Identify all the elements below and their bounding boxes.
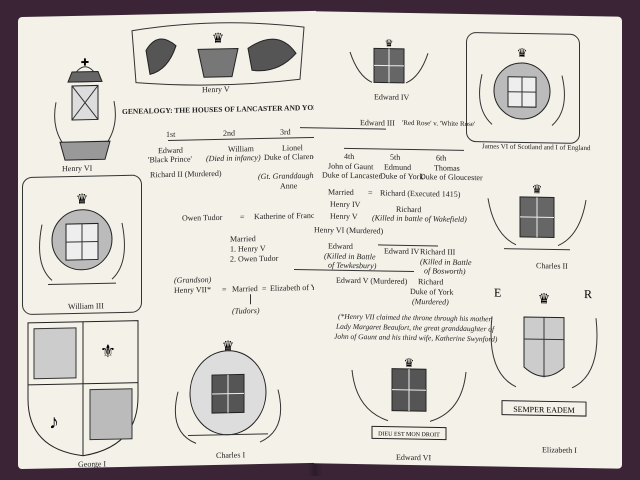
duke-lancaster-label: Duke of Lancaster (322, 170, 382, 181)
eq-richard: = (368, 188, 373, 198)
lionel-label: Lionel (282, 143, 303, 153)
richard-york-1: Richard (418, 277, 444, 287)
married-label: Married (328, 187, 354, 198)
married-henry-v: 1. Henry V (230, 243, 266, 254)
eq-elizabeth: = (262, 283, 267, 294)
ord-6th: 6th (436, 153, 447, 163)
svg-text:♪: ♪ (49, 411, 59, 433)
right-page: ♛ Edward IV ♛ James VI of Scotland and I… (294, 11, 622, 469)
henry-iv-label: Henry IV (330, 199, 361, 210)
svg-text:♛: ♛ (532, 182, 543, 196)
james-vi-crest: ♛ (479, 46, 565, 126)
died-infancy-label: (Died in infancy) (206, 153, 261, 164)
henry-vi-crest: ✚ (54, 58, 116, 161)
edward-iv-label: Edward IV (374, 92, 410, 102)
richard-iii-label: Richard III (420, 247, 456, 257)
edward-vi-label: Edward VI (396, 452, 432, 463)
ord-4th: 4th (344, 151, 355, 162)
henry-v-tree-label: Henry V (330, 211, 358, 222)
charles-ii-label: Charles II (536, 261, 568, 271)
charles-i-label: Charles I (216, 450, 246, 460)
svg-text:♛: ♛ (385, 39, 394, 50)
killed-bosworth-2: of Bosworth) (424, 266, 466, 276)
svg-text:⚜: ⚜ (100, 341, 116, 361)
edward-vi-motto: DIEU EST MON DROIT (378, 431, 440, 438)
edward-v-label: Edward V (Murdered) (336, 275, 408, 286)
edmund-label: Edmund (384, 162, 412, 173)
left-page: ✚ Henry VI ♛ Henry V GENEALOGY: THE HOUS… (18, 10, 326, 470)
elizabeth-i-motto: SEMPER EADEM (513, 405, 575, 415)
anne-label: Anne (280, 181, 298, 191)
footnote-line-3: John of Gaunt and his third wife, Kather… (334, 331, 498, 344)
svg-text:♛: ♛ (517, 46, 528, 60)
katherine-label: Katherine of France (254, 210, 318, 222)
edward-iv-crest: ♛ (349, 39, 429, 84)
henry-vi-label: Henry VI (62, 163, 93, 174)
george-i-crest: ⚜ ♪ (27, 320, 139, 457)
thomas-label: Thomas (434, 163, 460, 173)
elizabeth-i-crest: E R ♛ SEMPER EADEM (490, 285, 598, 417)
henry-vi-murdered-label: Henry VI (Murdered) (314, 225, 384, 236)
edward-vi-crest: ♛ DIEU EST MON DROIT (351, 356, 467, 441)
tudors-label: (Tudors) (232, 306, 260, 316)
svg-text:♛: ♛ (76, 193, 89, 208)
edward-iv-tree-label: Edward IV (384, 246, 420, 257)
ord-2nd: 2nd (223, 128, 235, 138)
svg-text:♛: ♛ (538, 292, 551, 307)
henry-v-crest: ♛ (131, 22, 305, 86)
cypher-e: E (494, 285, 501, 299)
duke-york-label: Duke of York (380, 171, 424, 182)
henry-vii-label: Henry VII* (174, 285, 211, 295)
richard-york-2: Duke of York (410, 286, 454, 297)
duke-gloucester-label: Duke of Gloucester (420, 172, 483, 183)
svg-text:♛: ♛ (222, 340, 235, 355)
ord-3rd: 3rd (280, 127, 291, 137)
killed-wakefield-label: (Killed in battle of Wakefield) (372, 213, 467, 224)
married-label-2: Married (230, 234, 256, 244)
charles-i-crest: ♛ (174, 340, 282, 444)
richard-ii-label: Richard II (Murdered) (150, 168, 222, 180)
edward-2-label: Edward (328, 241, 353, 251)
george-i-label: George I (78, 459, 107, 469)
svg-text:✚: ✚ (81, 58, 89, 69)
elizabeth-i-label: Elizabeth I (542, 445, 577, 455)
eq-henry-vii: = (222, 284, 227, 294)
cypher-r: R (584, 287, 592, 301)
genealogy-title: GENEALOGY: THE HOUSES OF LANCASTER AND Y… (122, 102, 325, 116)
ord-1st: 1st (166, 129, 176, 140)
duke-clarence-label: Duke of Clarence (264, 151, 321, 162)
eq-owen: = (240, 212, 245, 222)
richard-2-label: Richard (396, 204, 422, 215)
richard-executed-label: Richard (Executed 1415) (380, 188, 461, 199)
svg-text:♛: ♛ (212, 32, 225, 47)
open-book: ✚ Henry VI ♛ Henry V GENEALOGY: THE HOUS… (0, 10, 640, 476)
james-vi-label: James VI of Scotland and I of England (482, 142, 591, 153)
henry-v-label: Henry V (202, 84, 230, 95)
ord-5th: 5th (390, 152, 401, 162)
grandson-label: (Grandson) (174, 275, 212, 285)
tree-line (250, 294, 251, 305)
tree-line (168, 136, 318, 141)
tree-line (344, 147, 464, 151)
black-prince-label: 'Black Prince' (148, 154, 192, 165)
william-iii-crest: ♛ (39, 193, 125, 285)
svg-text:♛: ♛ (404, 356, 415, 370)
married-owen-tudor: 2. Owen Tudor (230, 253, 279, 264)
roses-label: 'Red Rose' v. 'White Rose' (402, 118, 476, 129)
edward-iii-label: Edward III (360, 118, 395, 128)
william-iii-label: William III (68, 301, 104, 312)
charles-ii-crest: ♛ (487, 182, 587, 251)
owen-tudor-label: Owen Tudor (182, 212, 223, 223)
richard-york-3: (Murdered) (412, 297, 449, 307)
married-label-3: Married (232, 284, 258, 294)
